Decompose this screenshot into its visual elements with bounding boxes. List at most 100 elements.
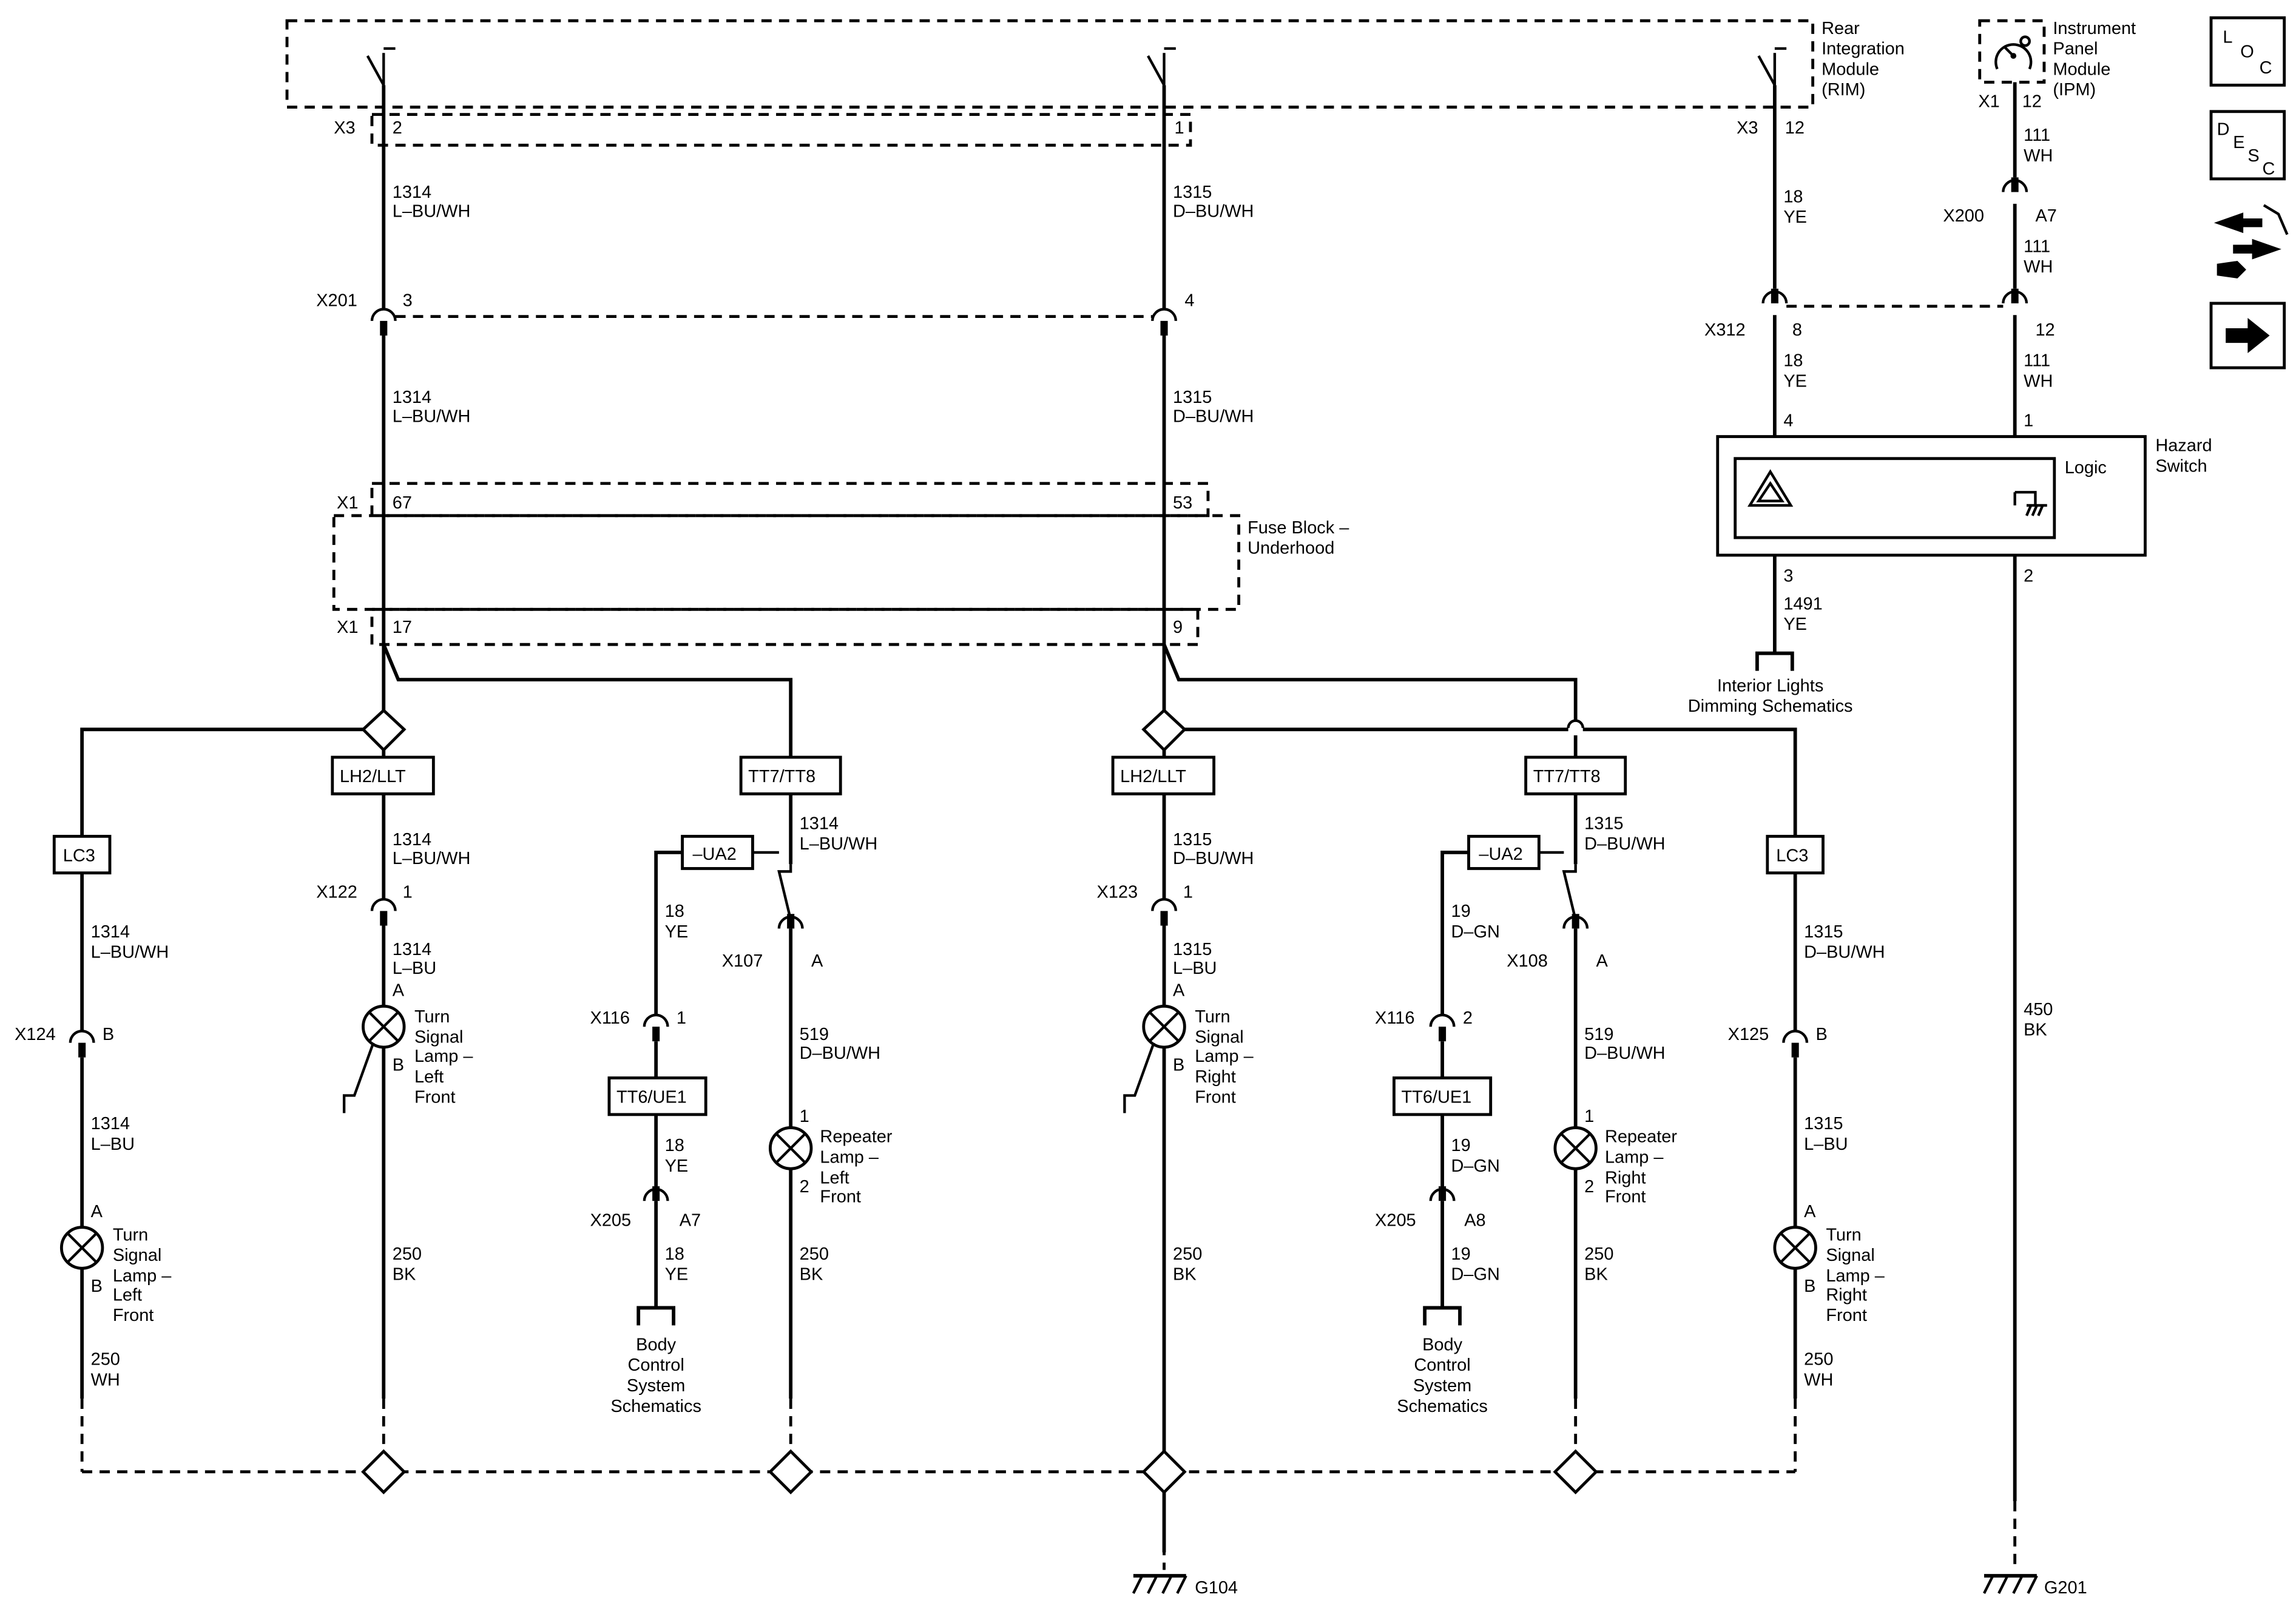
wire-circuit: 111 [2024, 237, 2050, 256]
wire-color: YE [1783, 615, 1807, 634]
svg-text:Right: Right [1826, 1285, 1867, 1305]
wire-tt7-left [768, 794, 813, 1399]
wire-circuit: 18 [665, 1136, 684, 1155]
pin-label: 2 [393, 118, 402, 138]
x1-label: X1 [337, 493, 358, 513]
hazard-switch-label: Hazard [2155, 436, 2212, 456]
ground-label-g201: G201 [2044, 1578, 2087, 1598]
body-control-ref-left[interactable]: Body Control System Schematics [610, 1335, 701, 1416]
pin-label: 1 [1183, 883, 1193, 902]
svg-text:C: C [2262, 160, 2275, 179]
svg-text:Control: Control [1414, 1355, 1470, 1375]
svg-text:Front: Front [1605, 1187, 1646, 1207]
pin-label: A7 [680, 1210, 701, 1230]
pin-label: 2 [1463, 1008, 1473, 1028]
svg-text:Front: Front [113, 1306, 154, 1325]
wire-111-wh [2002, 82, 2028, 437]
svg-text:Dimming Schematics: Dimming Schematics [1688, 697, 1853, 716]
pin-label: 4 [1184, 291, 1194, 311]
repeater-lamp-left-front-label: Repeater Lamp – Left Front [820, 1127, 892, 1207]
option-label: –UA2 [1479, 845, 1522, 864]
pin-label: 3 [403, 291, 413, 311]
pin-label: A [91, 1202, 103, 1221]
pin-label: 3 [1783, 566, 1793, 586]
pin-label: A7 [2035, 206, 2056, 226]
chassis-ground-icon [2013, 491, 2047, 516]
svg-text:Turn: Turn [1195, 1007, 1230, 1027]
x200-label: X200 [1943, 206, 1984, 226]
pin-label: A [1173, 981, 1185, 1000]
wire-circuit: 1314 [91, 922, 130, 942]
wire-color: BK [1173, 1265, 1197, 1284]
wire-color: L–BU/WH [91, 943, 169, 962]
svg-text:Turn: Turn [113, 1225, 148, 1244]
wire-color: L–BU/WH [393, 407, 471, 426]
wire-color: BK [2024, 1021, 2047, 1040]
wire-circuit: 19 [1451, 1244, 1471, 1264]
svg-text:Lamp –: Lamp – [113, 1266, 172, 1286]
svg-text:Right: Right [1195, 1067, 1236, 1087]
option-box [607, 1076, 707, 1116]
x3-label-left: X3 [334, 118, 355, 138]
wire-color: D–GN [1451, 1156, 1500, 1176]
pin-label: A [811, 951, 823, 971]
ipm-gauge-icon [1994, 35, 2033, 70]
wire-circuit: 1315 [1804, 1114, 1843, 1133]
wire-circuit: 1315 [1804, 922, 1843, 942]
svg-text:Signal: Signal [113, 1246, 161, 1265]
connector-tools-icon[interactable] [2213, 204, 2289, 279]
svg-text:Panel: Panel [2053, 39, 2098, 59]
x122-label: X122 [316, 883, 357, 902]
wire-color: D–GN [1451, 1265, 1500, 1284]
ground-bus [80, 1399, 1797, 1570]
interior-lights-ref[interactable]: Interior Lights Dimming Schematics [1688, 676, 1853, 716]
x108-label: X108 [1507, 951, 1548, 971]
rim-switch-right [1757, 47, 1787, 86]
svg-text:Lamp –: Lamp – [1605, 1148, 1664, 1167]
option-label: LC3 [1776, 846, 1808, 865]
pin-label: B [1815, 1025, 1827, 1044]
wire-color: D–BU/WH [1804, 943, 1885, 962]
x125-label: X125 [1728, 1025, 1769, 1044]
wire-color: BK [393, 1265, 416, 1284]
x1-label: X1 [337, 618, 358, 637]
pin-label: 53 [1173, 493, 1192, 513]
wire-circuit: 1315 [1584, 814, 1623, 833]
hazard-switch: Logic Hazard Switch [1716, 435, 2212, 557]
x124-label: X124 [15, 1025, 56, 1044]
wire-color: D–BU/WH [800, 1044, 880, 1063]
option-label: TT6/UE1 [616, 1088, 687, 1107]
turn-signal-lamp-left-front-2-label: Turn Signal Lamp – Left Front [414, 1007, 473, 1107]
wire-circuit: 19 [1451, 902, 1471, 921]
option-box [1524, 755, 1627, 795]
option-label: TT7/TT8 [748, 767, 815, 786]
x205-label: X205 [590, 1210, 632, 1230]
pin-label: 2 [800, 1177, 809, 1197]
pin-label: 2 [2024, 566, 2033, 586]
pin-label: 1 [1584, 1107, 1594, 1126]
loc-icon[interactable]: L O C [2209, 16, 2286, 87]
svg-text:Signal: Signal [1195, 1028, 1243, 1047]
wire-ua2-left [636, 851, 779, 1326]
turn-signal-lamp-right-front-2-label: Turn Signal Lamp – Right Front [1826, 1225, 1885, 1325]
svg-text:Module: Module [1822, 59, 1879, 79]
x205-label: X205 [1375, 1210, 1416, 1230]
svg-text:O: O [2240, 42, 2254, 61]
desc-icon[interactable]: D E S C [2209, 110, 2286, 181]
svg-text:Front: Front [1195, 1088, 1236, 1107]
wire-color: L–BU/WH [393, 202, 471, 221]
wire-color: L–BU [1173, 959, 1217, 978]
body-control-ref-right[interactable]: Body Control System Schematics [1397, 1335, 1488, 1416]
svg-text:L: L [2223, 27, 2232, 47]
wire-color: L–BU [1804, 1135, 1848, 1154]
wire-lh2-right [1123, 794, 1186, 1553]
wire-circuit: 519 [1584, 1025, 1613, 1044]
pin-label: 1 [677, 1008, 686, 1028]
pin-label: 1 [2024, 411, 2033, 431]
pin-label: A8 [1464, 1210, 1485, 1230]
ground-label-g104: G104 [1195, 1578, 1238, 1598]
next-arrow-icon[interactable] [2209, 302, 2286, 370]
rim-module: Rear Integration Module (RIM) [285, 19, 1905, 109]
wire-lc3-right [1773, 873, 1817, 1399]
